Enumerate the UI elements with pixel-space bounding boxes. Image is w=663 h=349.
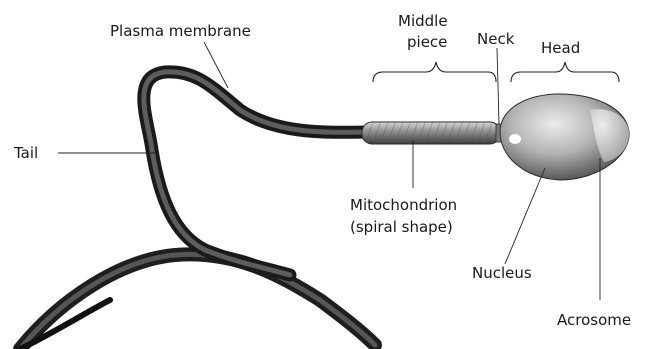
label-middle-piece-line1: Middle [398, 12, 448, 30]
neck-leader [497, 48, 499, 124]
nucleus-leader [505, 168, 545, 264]
label-mitochondrion-line1: Mitochondrion [350, 196, 457, 214]
centriole-dot [509, 134, 521, 144]
label-nucleus: Nucleus [472, 264, 532, 282]
middle-piece-brace [373, 62, 496, 82]
label-tail: Tail [13, 144, 38, 162]
sperm-head [500, 94, 629, 180]
label-mitochondrion-line2: (spiral shape) [350, 218, 453, 236]
head-brace [511, 62, 619, 82]
tail-flagellum [20, 72, 375, 349]
middle-piece [362, 122, 500, 144]
label-middle-piece-line2: piece [407, 33, 447, 51]
mitochondrion-spiral [362, 122, 500, 144]
label-neck: Neck [477, 30, 515, 48]
label-acrosome: Acrosome [557, 311, 631, 329]
label-plasma-membrane: Plasma membrane [110, 22, 251, 40]
label-head: Head [541, 39, 580, 57]
